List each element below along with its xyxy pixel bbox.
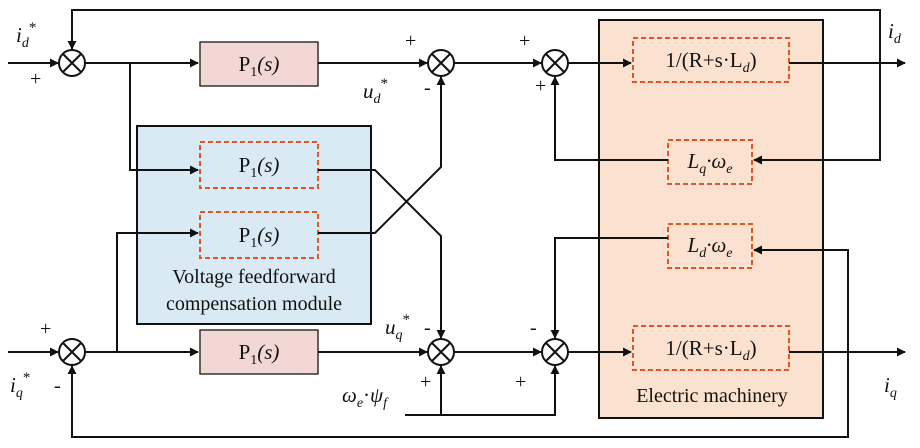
p1-block-d-axis: P1(s) xyxy=(199,41,319,87)
p1-arg: (s) xyxy=(257,52,279,76)
svg-text:P1(s): P1(s) xyxy=(239,52,280,80)
sum-junction-uq xyxy=(427,338,455,366)
plant-block-d-axis: 1/(R+s·Ld) xyxy=(632,37,790,83)
sign-plus: + xyxy=(420,371,431,393)
sign-minus: - xyxy=(424,317,431,339)
iq-reference-label: iq* xyxy=(10,370,30,401)
plant-block-q-axis: 1/(R+s·Ld) xyxy=(632,325,790,371)
svg-text:P1(s): P1(s) xyxy=(239,340,280,368)
sum-junction-iq-error xyxy=(58,338,86,366)
p1-label: P xyxy=(239,340,251,364)
p1-block-q-axis: P1(s) xyxy=(199,329,319,375)
svg-text:1/(R+s·Ld): 1/(R+s·Ld) xyxy=(665,48,756,76)
electric-machinery-region xyxy=(598,19,824,419)
p1-label: P xyxy=(239,153,251,177)
ud-reference-label: ud* xyxy=(363,76,388,107)
iq-output-label: iq xyxy=(884,373,897,401)
p1-block-feedforward-lower: P1(s) xyxy=(199,211,319,259)
p1-label: P xyxy=(239,52,251,76)
svg-text:1/(R+s·Ld): 1/(R+s·Ld) xyxy=(665,336,756,364)
junction-signs: + + - + + + - - + - + xyxy=(30,30,546,397)
sum-junction-q-machine xyxy=(541,338,569,366)
machine-label: Electric machinery xyxy=(636,385,788,407)
sum-junction-id-error xyxy=(58,49,86,77)
p1-sub: 1 xyxy=(250,166,257,181)
sign-plus: + xyxy=(30,68,41,90)
sign-minus: - xyxy=(530,317,537,339)
p1-arg: (s) xyxy=(257,340,279,364)
p1-label: P xyxy=(239,223,251,247)
ld-omega-block: Ld·ωe xyxy=(667,223,753,269)
svg-text:P1(s): P1(s) xyxy=(239,153,280,181)
svg-text:P1(s): P1(s) xyxy=(239,223,280,251)
sign-minus: - xyxy=(424,77,431,99)
id-reference-label: id* xyxy=(16,20,36,51)
sum-junction-ud xyxy=(427,49,455,77)
back-emf-label: ωe·ψf xyxy=(342,383,389,411)
p1-arg: (s) xyxy=(257,223,279,247)
svg-text:Lq·ωe: Lq·ωe xyxy=(687,149,733,177)
lq-omega-block: Lq·ωe xyxy=(667,139,753,185)
p1-arg: (s) xyxy=(257,153,279,177)
p1-block-feedforward-upper: P1(s) xyxy=(199,141,319,189)
sign-plus: + xyxy=(515,371,526,393)
sum-junction-d-machine xyxy=(541,49,569,77)
signal-lines xyxy=(8,9,906,438)
sign-plus: + xyxy=(519,30,530,52)
sign-plus: + xyxy=(535,75,546,97)
sign-minus: - xyxy=(54,375,61,397)
svg-text:Ld·ωe: Ld·ωe xyxy=(687,233,733,261)
p1-sub: 1 xyxy=(250,65,257,80)
uq-reference-label: uq* xyxy=(385,312,410,343)
p1-sub: 1 xyxy=(250,236,257,251)
module-label-line1: Voltage feedforward xyxy=(172,266,335,288)
sign-plus: + xyxy=(40,318,51,340)
voltage-feedforward-module-region xyxy=(136,125,372,325)
p1-sub: 1 xyxy=(250,353,257,368)
module-label-line2: compensation module xyxy=(166,293,342,315)
sign-plus: + xyxy=(405,30,416,52)
id-output-label: id xyxy=(888,19,902,47)
